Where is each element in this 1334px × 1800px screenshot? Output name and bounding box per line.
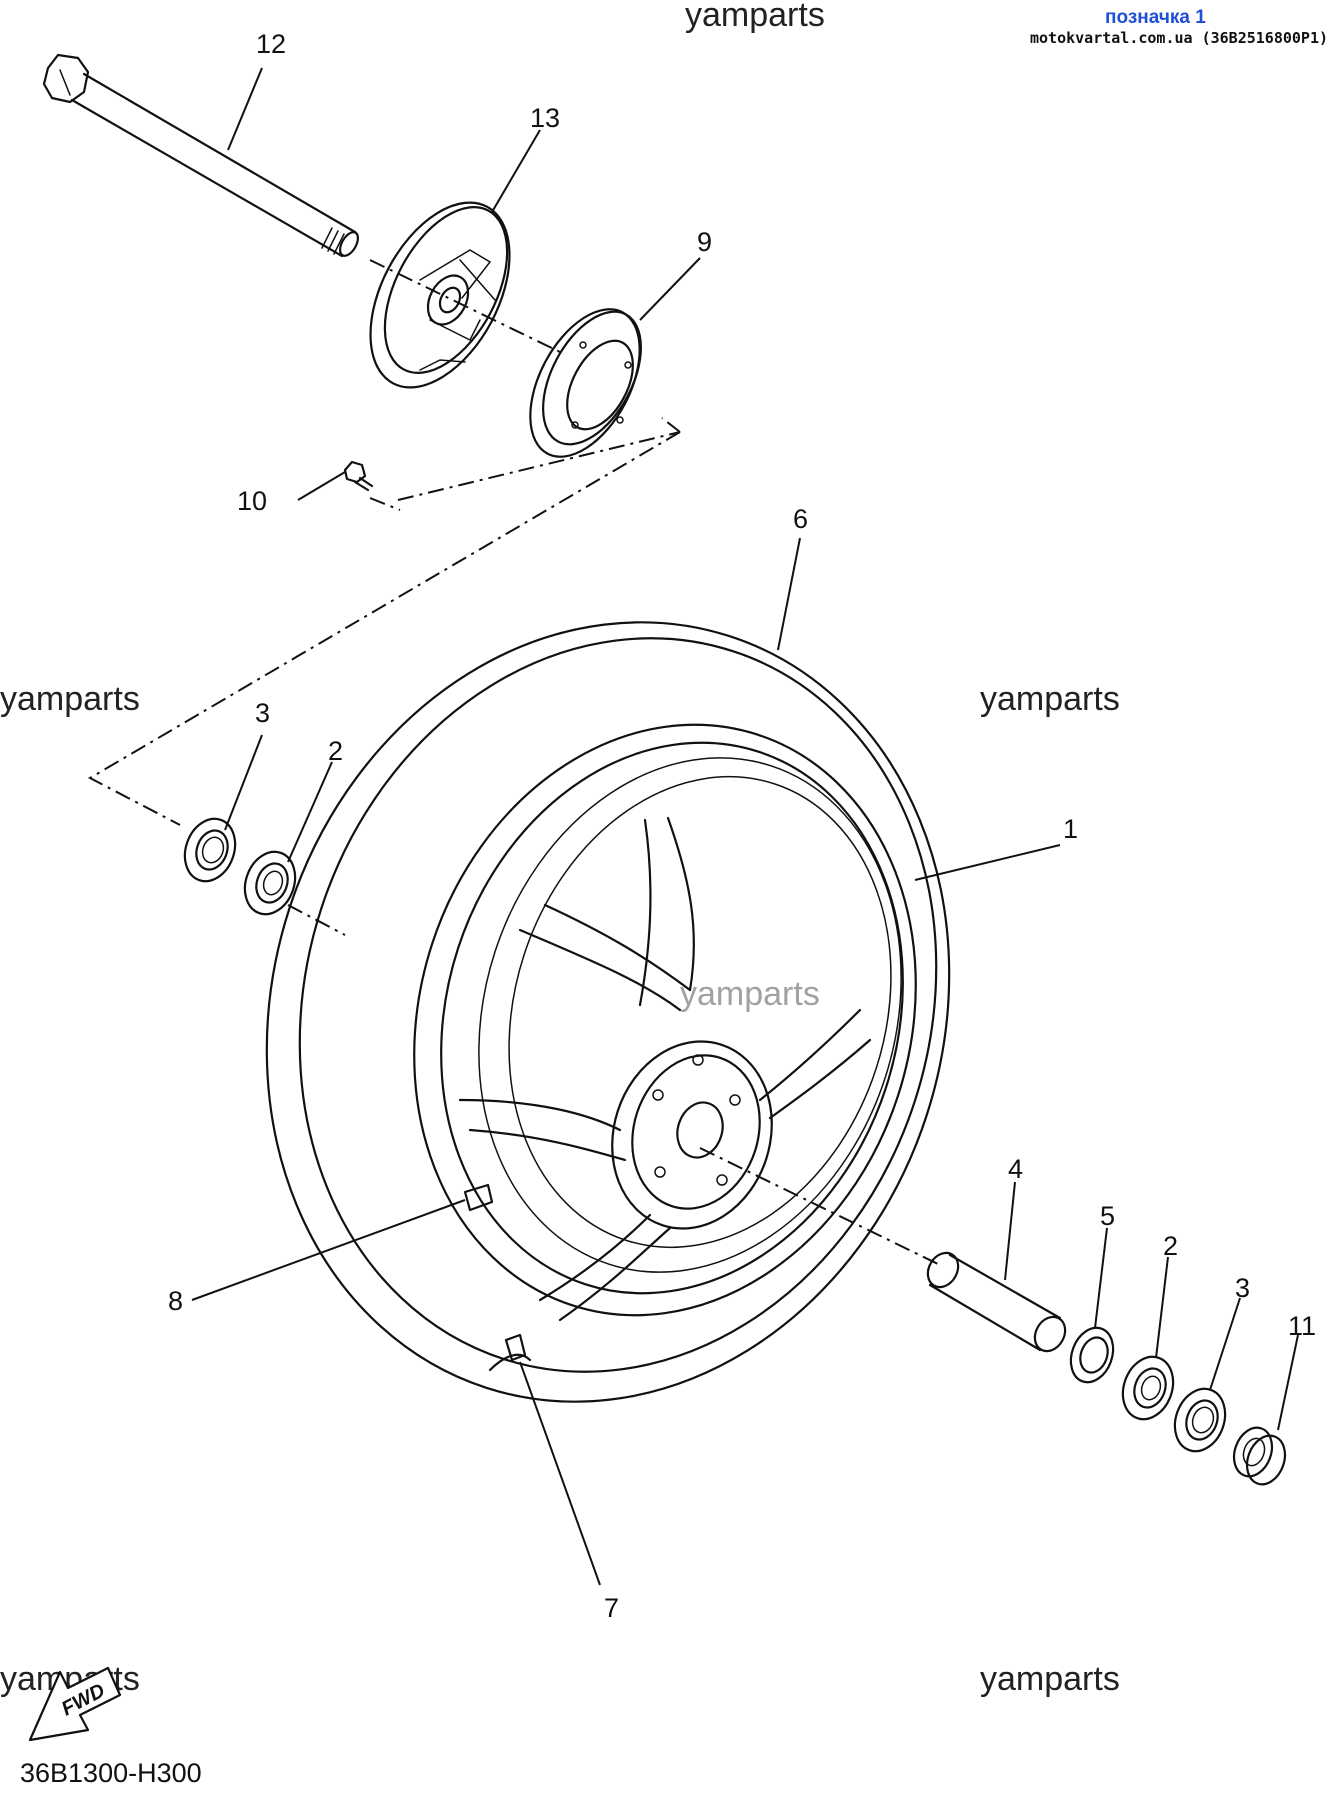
bearing-2-left: [243, 850, 297, 916]
axle-12: [42, 53, 359, 258]
bearing-2-right: [1121, 1355, 1175, 1421]
screw-10: [343, 460, 374, 492]
spacer-5: [1069, 1326, 1115, 1384]
callout-13: 13: [530, 103, 560, 133]
callout-6: 6: [793, 504, 808, 534]
seal-plate-9: [529, 308, 642, 458]
callout-4: 4: [1008, 1154, 1023, 1184]
header-label: позначка 1: [1105, 7, 1206, 28]
watermark-top: yamparts: [685, 0, 825, 34]
spacer-collar-4: [926, 1251, 1067, 1353]
assembly-centerlines: [87, 259, 941, 1266]
callout-10: 10: [237, 486, 267, 516]
watermark-bottom-right: yamparts: [980, 1660, 1120, 1698]
wheel-assembly-1: [265, 621, 951, 1403]
watermark-mid-right: yamparts: [980, 680, 1120, 718]
watermark-mid-left: yamparts: [0, 680, 140, 718]
diagram-code: 36B1300-H300: [20, 1758, 202, 1788]
callout-1: 1: [1063, 814, 1078, 844]
oil-seal-3-right: [1173, 1387, 1227, 1453]
callout-9: 9: [697, 227, 712, 257]
callout-7: 7: [604, 1593, 619, 1623]
callout-2-right: 2: [1163, 1231, 1178, 1261]
callout-8: 8: [168, 1286, 183, 1316]
callout-3-right: 3: [1235, 1273, 1250, 1303]
collar-11: [1232, 1426, 1287, 1486]
callout-5: 5: [1100, 1201, 1115, 1231]
watermark-center: yamparts: [680, 975, 820, 1013]
header-source: motokvartal.com.ua (36B2516800P1): [1030, 29, 1328, 47]
callout-2-left: 2: [328, 736, 343, 766]
callout-leaders: [191, 67, 1299, 1586]
callout-11: 11: [1288, 1311, 1316, 1341]
hub-cover-13: [369, 201, 511, 389]
fwd-arrow-icon: FWD: [28, 1666, 122, 1742]
callout-12: 12: [256, 29, 286, 59]
oil-seal-3-left: [183, 817, 237, 883]
callout-3-left: 3: [255, 698, 270, 728]
